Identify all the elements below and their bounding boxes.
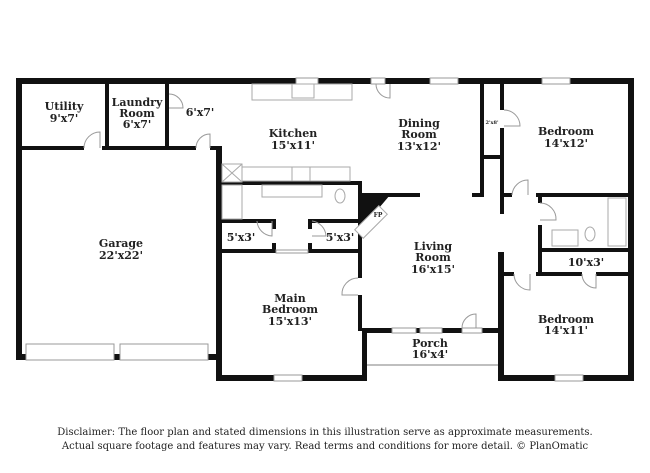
dining-label: Dining: [398, 117, 440, 130]
windows: [25, 77, 584, 382]
kitchen-size: 15'x11': [271, 139, 315, 152]
bedroom2-size: 14'x11': [544, 324, 588, 337]
walls: [16, 78, 634, 381]
living-label: Living: [414, 240, 452, 253]
porch-size: 16'x4': [412, 348, 448, 361]
closet-b-size: 5'x3': [326, 231, 355, 244]
closet-small-size: 2'x8': [485, 120, 498, 126]
bedroom1-size: 14'x12': [544, 137, 588, 150]
closet-a-size: 5'x3': [227, 231, 256, 244]
laundry-label: Laundry: [112, 96, 163, 109]
doors: [83, 83, 597, 329]
main-bedroom-size: 15'x13': [268, 315, 312, 328]
bedroom1-label: Bedroom: [538, 125, 594, 138]
main-bedroom-label-2: Bedroom: [262, 303, 318, 316]
laundry-size: 6'x7': [123, 118, 152, 131]
laundry-label-2: Room: [119, 107, 155, 120]
dining-size: 13'x12': [397, 140, 441, 153]
utility-size: 9'x7': [50, 112, 79, 125]
garage-label: Garage: [99, 237, 143, 250]
main-bedroom-label: Main: [274, 292, 305, 305]
porch-label: Porch: [412, 337, 448, 350]
disclaimer-line-1: Disclaimer: The floor plan and stated di…: [57, 427, 593, 438]
hall-size: 6'x7': [186, 106, 215, 119]
dining-label-2: Room: [401, 128, 437, 141]
living-size: 16'x15': [411, 263, 455, 276]
bedroom2-label: Bedroom: [538, 313, 594, 326]
disclaimer-line-2: Actual square footage and features may v…: [61, 441, 589, 452]
fireplace-label: FP: [374, 212, 383, 219]
utility-label: Utility: [45, 100, 84, 113]
kitchen-label: Kitchen: [269, 127, 318, 140]
closet-c-size: 10'x3': [568, 256, 604, 269]
garage-size: 22'x22': [99, 249, 143, 262]
fixtures: [221, 83, 627, 247]
living-label-2: Room: [415, 251, 451, 264]
